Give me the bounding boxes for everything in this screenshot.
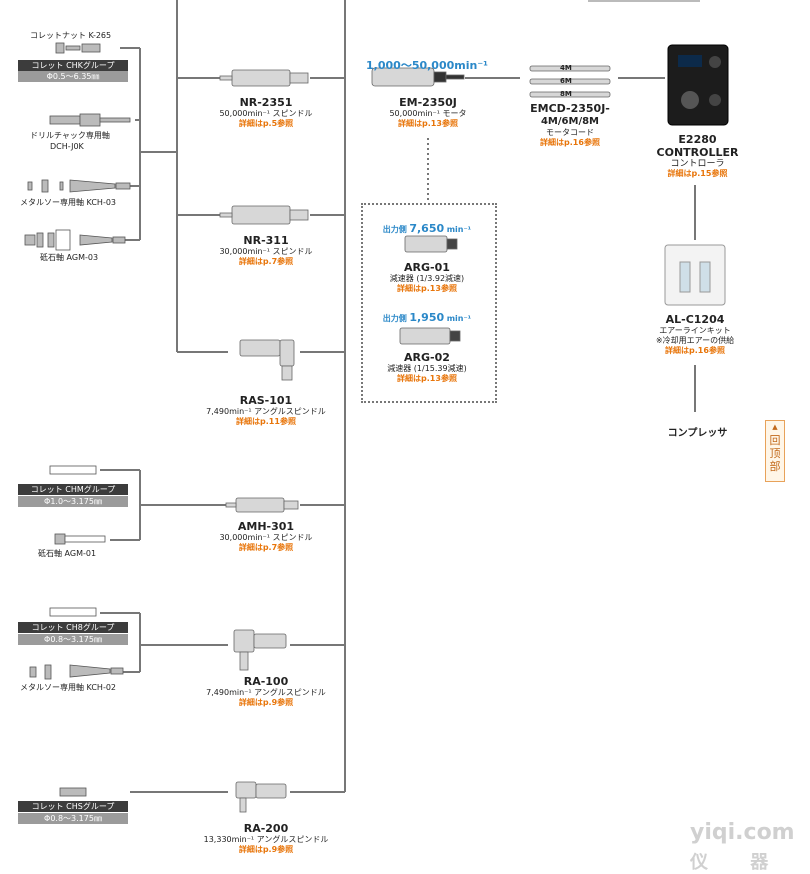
reducer-arg01[interactable]: ARG-01 減速器 (1/3.92減速) 詳細はp.13参照: [367, 261, 487, 294]
motor-desc: 50,000min⁻¹ モータ: [389, 109, 467, 118]
spindle-amh301[interactable]: AMH-301 30,000min⁻¹ スピンドル 詳細はp.7参照: [196, 520, 336, 553]
spindle-ref: 詳細はp.9参照: [238, 698, 294, 707]
spindle-name: NR-2351: [239, 96, 293, 109]
spindle-ref: 詳細はp.7参照: [238, 543, 294, 552]
reducer-box: [361, 203, 497, 403]
metal-saw-kch02-label: メタルソー専用軸 KCH-02: [20, 683, 117, 692]
controller-name: E2280: [678, 133, 717, 146]
reducer1-output: 出力側 7,650 min⁻¹: [372, 222, 482, 235]
reducer-desc: 減速器 (1/15.39減速): [387, 364, 467, 373]
spindle-ra200[interactable]: RA-200 13,330min⁻¹ アングルスピンドル 詳細はp.9参照: [190, 822, 342, 855]
controller-desc: コントローラ: [670, 159, 725, 169]
spindle-nr2351[interactable]: NR-2351 50,000min⁻¹ スピンドル 詳細はp.5参照: [196, 96, 336, 129]
cord-length-4m: 4M: [560, 64, 572, 72]
cord-ref: 詳細はp.16参照: [540, 138, 600, 147]
cord-emcd2350j[interactable]: EMCD-2350J- 4M/6M/8M モータコード 詳細はp.16参照: [510, 102, 630, 148]
ch8-group-title: コレット CH8グループ: [18, 622, 128, 633]
airline-desc: エアーラインキット: [659, 326, 731, 335]
motor-ref: 詳細はp.13参照: [398, 119, 458, 128]
chs-group-title: コレット CHSグループ: [18, 801, 128, 812]
output-prefix: 出力側: [382, 314, 407, 323]
motor-speed: 1,000〜50,000min⁻¹: [366, 59, 488, 72]
collet-nut-label: コレットナット K-265: [30, 31, 112, 40]
spindle-ref: 詳細はp.9参照: [238, 845, 294, 854]
spindle-desc: 7,490min⁻¹ アングルスピンドル: [206, 407, 326, 416]
airline-ref: 詳細はp.16参照: [665, 346, 725, 355]
spindle-desc: 7,490min⁻¹ アングルスピンドル: [206, 688, 326, 697]
cord-name: EMCD-2350J-: [530, 102, 610, 115]
controller-e2280[interactable]: E2280 CONTROLLER コントローラ 詳細はp.15参照: [650, 133, 745, 179]
output-unit: min⁻¹: [446, 225, 472, 234]
reducer-name: ARG-01: [404, 261, 450, 274]
reducer-name: ARG-02: [404, 351, 450, 364]
spindle-name: RA-200: [243, 822, 289, 835]
chm-group-title: コレット CHMグループ: [18, 484, 128, 495]
back-to-top-char-1: 回: [769, 434, 781, 447]
reducer-ref: 詳細はp.13参照: [397, 284, 457, 293]
watermark-text: yiqi.com: [690, 820, 795, 845]
cord-length-6m: 6M: [560, 77, 572, 85]
spindle-name: NR-311: [243, 234, 289, 247]
spindle-nr311[interactable]: NR-311 30,000min⁻¹ スピンドル 詳細はp.7参照: [196, 234, 336, 267]
output-unit: min⁻¹: [446, 314, 472, 323]
cord-name-variants: 4M/6M/8M: [540, 116, 600, 127]
reducer-desc: 減速器 (1/3.92減速): [389, 274, 465, 283]
drill-chuck-model: DCH-J0K: [50, 142, 84, 151]
spindle-desc: 50,000min⁻¹ スピンドル: [219, 109, 313, 118]
airline-note: ※冷却用エアーの供給: [655, 336, 735, 345]
metal-saw-kch03-label: メタルソー専用軸 KCH-03: [20, 198, 117, 207]
compressor-label: コンプレッサ: [667, 428, 728, 439]
chk-group-range: Φ0.5〜6.35㎜: [18, 71, 128, 82]
airline-name: AL-C1204: [665, 313, 725, 326]
reducer-ref: 詳細はp.13参照: [397, 374, 457, 383]
cord-desc: モータコード: [546, 128, 594, 137]
chs-group-range: Φ0.8〜3.175㎜: [18, 813, 128, 824]
spindle-ref: 詳細はp.7参照: [238, 257, 294, 266]
output-prefix: 出力側: [382, 225, 407, 234]
spindle-ras101[interactable]: RAS-101 7,490min⁻¹ アングルスピンドル 詳細はp.11参照: [192, 394, 340, 427]
motor-em2350j[interactable]: EM-2350J 50,000min⁻¹ モータ 詳細はp.13参照: [358, 96, 498, 129]
ch8-group-range: Φ0.8〜3.175㎜: [18, 634, 128, 645]
up-arrow-icon: ▲: [772, 423, 778, 431]
controller-type: CONTROLLER: [656, 146, 739, 159]
spindle-ref: 詳細はp.11参照: [236, 417, 296, 426]
airline-alc1204[interactable]: AL-C1204 エアーラインキット ※冷却用エアーの供給 詳細はp.16参照: [640, 313, 750, 356]
reducer-arg02[interactable]: ARG-02 減速器 (1/15.39減速) 詳細はp.13参照: [367, 351, 487, 384]
watermark-subtext: 仪 器 网: [690, 852, 810, 873]
chk-group-title: コレット CHKグループ: [18, 60, 128, 71]
motor-name: EM-2350J: [399, 96, 457, 109]
spindle-desc: 30,000min⁻¹ スピンドル: [219, 533, 313, 542]
spindle-desc: 30,000min⁻¹ スピンドル: [219, 247, 313, 256]
spindle-desc: 13,330min⁻¹ アングルスピンドル: [203, 835, 329, 844]
spindle-name: AMH-301: [237, 520, 295, 533]
chm-group-range: Φ1.0〜3.175㎜: [18, 496, 128, 507]
grinding-agm01-label: 砥石軸 AGM-01: [38, 549, 97, 558]
cord-lengths: 4M 6M 8M: [560, 62, 572, 101]
output-value: 1,950: [409, 311, 445, 324]
cord-length-8m: 8M: [560, 90, 572, 98]
spindle-name: RAS-101: [239, 394, 293, 407]
drill-chuck-label: ドリルチャック専用軸: [30, 131, 110, 140]
back-to-top-char-3: 部: [769, 460, 781, 473]
back-to-top-button[interactable]: ▲ 回 顶 部: [765, 420, 785, 482]
spindle-name: RA-100: [243, 675, 289, 688]
output-value: 7,650: [409, 222, 445, 235]
spindle-ref: 詳細はp.5参照: [238, 119, 294, 128]
reducer2-output: 出力側 1,950 min⁻¹: [372, 311, 482, 324]
grinding-agm03-label: 砥石軸 AGM-03: [40, 253, 99, 262]
controller-ref: 詳細はp.15参照: [667, 169, 728, 178]
spindle-ra100[interactable]: RA-100 7,490min⁻¹ アングルスピンドル 詳細はp.9参照: [192, 675, 340, 708]
back-to-top-char-2: 顶: [769, 447, 781, 460]
